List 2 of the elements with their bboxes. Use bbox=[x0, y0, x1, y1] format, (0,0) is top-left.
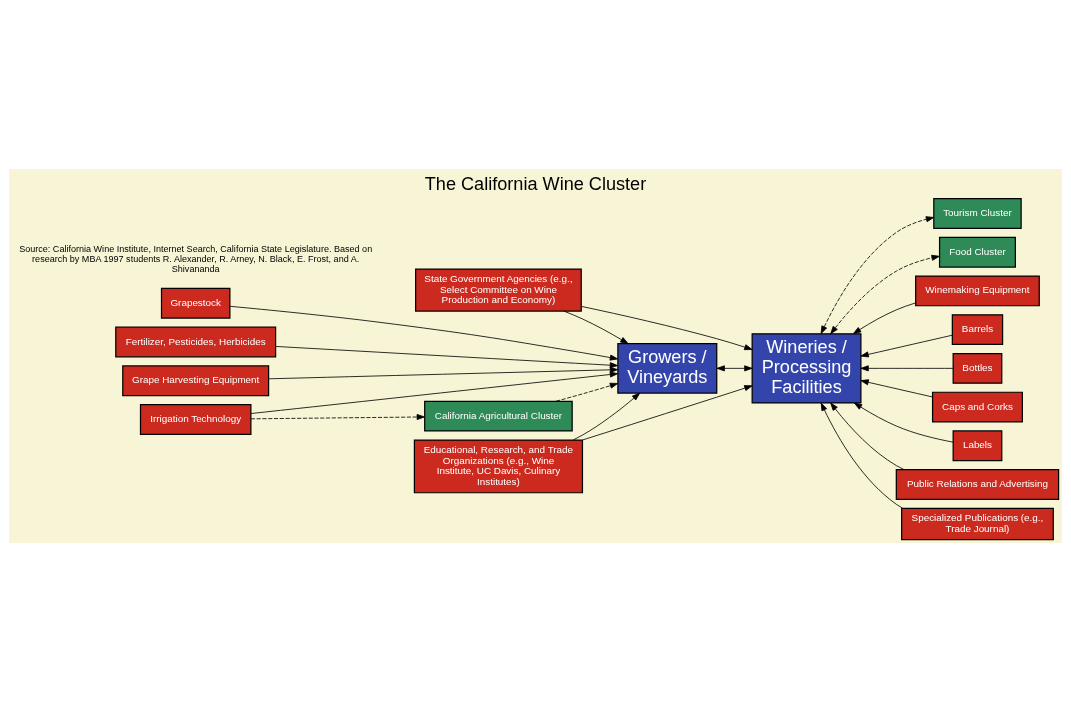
diagram-title: The California Wine Cluster bbox=[424, 173, 647, 194]
label: Source: California Wine Institute, Internet Search, California State Legislature. Based on research by MBA 1997 students R. Alexander, R. Arney, N. Black, E. Frost, and A. Shivananda bbox=[19, 243, 373, 274]
